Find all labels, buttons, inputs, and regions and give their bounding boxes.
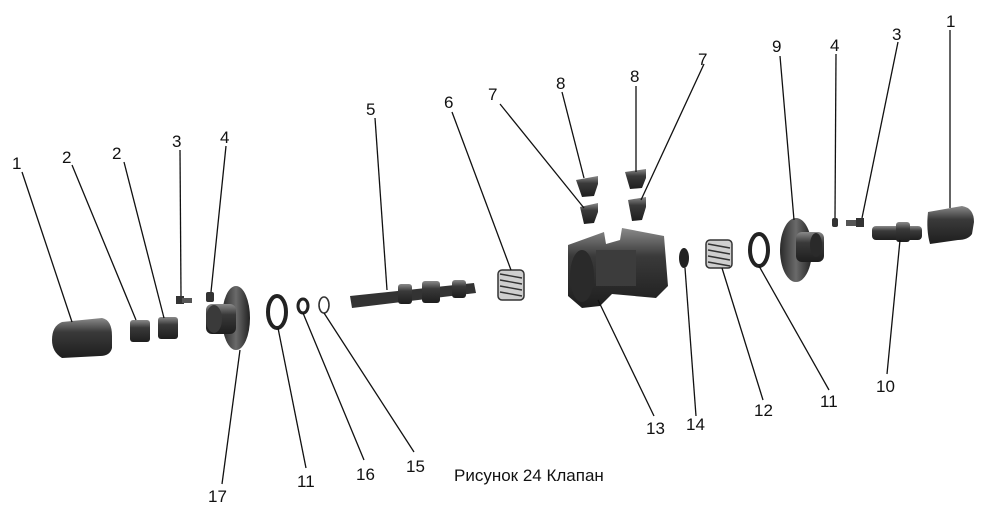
callout-label: 8 [556, 74, 565, 93]
callout-label: 4 [220, 128, 229, 147]
callout-label: 11 [820, 392, 838, 411]
nut-left-a [130, 320, 150, 342]
bushing-upper [576, 176, 598, 197]
adjuster-screw [872, 222, 922, 242]
callout-label: 5 [366, 100, 375, 119]
callout-label: 2 [112, 144, 121, 163]
o-ring-small [296, 297, 310, 315]
callout-label: 13 [646, 419, 665, 438]
o-ring-large-left [266, 294, 288, 330]
cap-right [927, 206, 974, 244]
callout-label: 11 [297, 472, 315, 491]
spring-left [497, 269, 525, 301]
cover-flange-left [206, 286, 250, 350]
callout-label: 14 [686, 415, 705, 434]
leader-lines [21, 30, 951, 485]
callout-label: 8 [630, 67, 639, 86]
screw-left [176, 296, 192, 304]
nut-left-b [158, 317, 178, 339]
seal-disc [679, 248, 689, 268]
callout-label: 4 [830, 36, 839, 55]
bushing-upper-right [625, 169, 646, 189]
callout-label: 17 [208, 487, 227, 506]
callout-label: 12 [754, 401, 773, 420]
callout-numbers: 1 2 2 3 4 5 6 7 8 8 7 9 4 3 1 17 11 16 1… [12, 12, 955, 506]
callout-label: 3 [892, 25, 901, 44]
cover-flange-right [780, 218, 824, 282]
callout-label: 2 [62, 148, 71, 167]
callout-label: 7 [698, 50, 707, 69]
callout-label: 10 [876, 377, 895, 396]
callout-label: 1 [12, 154, 21, 173]
figure-caption: Рисунок 24 Клапан [454, 466, 604, 485]
valve-body [568, 228, 668, 308]
spool-rod [350, 280, 476, 308]
callout-label: 1 [946, 12, 955, 31]
washer-small-right [832, 218, 838, 227]
ring-thin [318, 296, 330, 314]
o-ring-large-right [748, 232, 770, 268]
callout-label: 7 [488, 85, 497, 104]
spring-right [705, 239, 733, 269]
cap-left [52, 318, 112, 358]
callout-label: 9 [772, 37, 781, 56]
washer-small-left [206, 292, 214, 302]
callout-label: 16 [356, 465, 375, 484]
bushing-lower [580, 203, 598, 224]
screw-right [846, 218, 864, 227]
callout-label: 3 [172, 132, 181, 151]
callout-label: 15 [406, 457, 425, 476]
callout-label: 6 [444, 93, 453, 112]
bushing-lower-right [628, 197, 646, 221]
